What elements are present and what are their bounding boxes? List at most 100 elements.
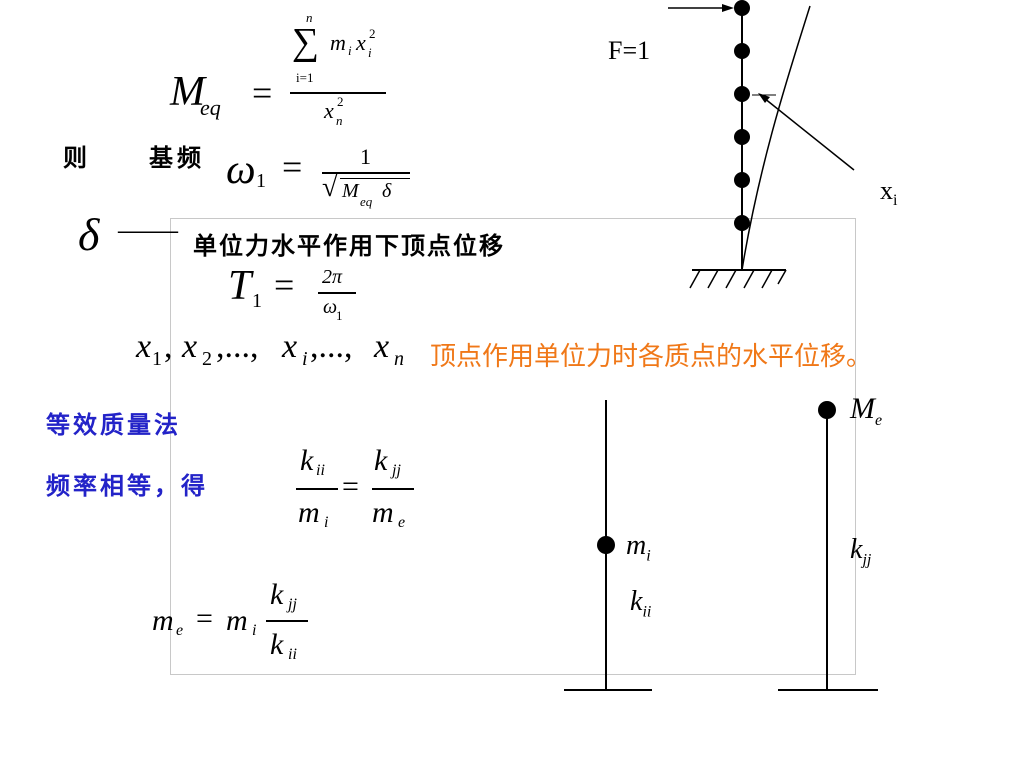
period-T-sub: 1	[252, 290, 262, 312]
sqrt-overline	[340, 178, 410, 179]
mass-point	[734, 43, 750, 59]
ratio-bar-right	[372, 488, 414, 490]
kii-label-sub: ii	[642, 603, 652, 621]
m-eq-fraction-bar	[290, 92, 386, 94]
period-T: T	[228, 263, 252, 309]
dots2: ,...,	[310, 328, 353, 365]
xi-label: x	[880, 176, 893, 205]
omega-fraction-bar	[322, 172, 410, 174]
dots1: ,...,	[216, 328, 259, 365]
mi-label-wrapper: mi	[626, 530, 651, 566]
num-x: x	[356, 30, 366, 55]
equiv-mass-label: 等效质量法	[46, 411, 181, 439]
structure-diagram	[668, 0, 855, 289]
kjj-label: k	[850, 534, 863, 565]
omega-num: 1	[360, 144, 371, 169]
xn: x	[374, 328, 390, 365]
x2: x	[182, 328, 198, 365]
mass-point	[734, 0, 750, 16]
num-x-sup: 2	[369, 26, 376, 41]
m-eq-symbol: M	[170, 69, 205, 115]
sum-sign: ∑	[292, 21, 320, 63]
mass-point	[734, 172, 750, 188]
me-label-wrapper: Me	[850, 392, 882, 430]
xi-pointer	[763, 97, 855, 171]
displacement-list: x 1 , x 2 ,..., x i ,..., x n	[136, 328, 426, 378]
xi-label-sub: i	[893, 192, 898, 210]
me-mi-sub: i	[252, 622, 257, 639]
period-den-sub: 1	[336, 308, 343, 323]
omega-den-m: M	[342, 180, 359, 202]
omega-den-m-sub: eq	[360, 194, 373, 209]
period-formula: T 1 = 2π ω 1	[228, 262, 368, 332]
me-kjj: k	[270, 578, 284, 611]
ratio-m1-sub: i	[324, 514, 329, 531]
ratio-m1: m	[298, 496, 320, 529]
deflected-shape	[741, 5, 811, 271]
m-eq-formula: M eq = n ∑ i=1 m i x i 2 x n 2	[170, 0, 400, 130]
period-fraction-bar	[318, 292, 356, 294]
ratio-k1: k	[300, 444, 314, 477]
ratio-bar-left	[296, 488, 338, 490]
me-m-sub: e	[176, 622, 184, 639]
displacement-description: 顶点作用单位力时各质点的水平位移。	[430, 342, 873, 372]
me-label-sub: e	[875, 412, 883, 429]
sum-bottom: i=1	[296, 70, 314, 85]
me-formula: m e = m i k jj k ii	[152, 578, 322, 670]
x2-sub: 2	[202, 348, 212, 370]
kii-label: k	[630, 586, 643, 617]
xi-label-wrapper: xi	[880, 176, 897, 210]
equal-freq-label: 频率相等，得	[46, 472, 208, 500]
ground-hatch	[689, 269, 787, 289]
me-fraction-bar	[266, 620, 308, 622]
ratio-formula: k ii m i = k jj m e	[296, 444, 426, 540]
omega-sub: 1	[256, 170, 266, 192]
xi: x	[282, 328, 298, 365]
left-mass-point	[597, 536, 615, 554]
omega-formula: ω 1 = 1 √ M eq δ	[226, 140, 426, 210]
x1-sub: 1	[152, 348, 162, 370]
kii-label-wrapper: kii	[630, 586, 651, 622]
force-arrowhead	[722, 4, 734, 12]
me-kii: k	[270, 628, 284, 661]
me-label: M	[850, 392, 875, 425]
then-label: 则	[63, 144, 87, 172]
force-label: F=1	[608, 36, 651, 65]
delta-description: 单位力水平作用下顶点位移	[193, 232, 505, 260]
period-num: 2π	[322, 266, 343, 288]
xi-sub: i	[302, 348, 308, 370]
fundamental-freq-label: 基频	[149, 144, 205, 172]
mass-points	[734, 0, 750, 231]
sum-top: n	[306, 10, 313, 25]
mass-point	[734, 129, 750, 145]
delta-dash: ——	[118, 213, 178, 246]
den-x-sup: 2	[337, 94, 344, 109]
me-equals: =	[196, 602, 213, 635]
num-m: m	[330, 30, 346, 55]
den-x-sub: n	[336, 113, 343, 128]
omega-equals: =	[282, 147, 303, 187]
mass-point	[734, 86, 750, 102]
mi-label-sub: i	[646, 547, 651, 565]
ratio-k1-sub: ii	[316, 462, 325, 479]
delta-symbol: δ	[78, 209, 100, 260]
me-mi: m	[226, 604, 248, 637]
ratio-m2-sub: e	[398, 514, 406, 531]
xn-sub: n	[394, 348, 404, 370]
mi-label: m	[626, 530, 647, 561]
ratio-equals: =	[342, 470, 359, 503]
m-eq-sub: eq	[200, 95, 221, 120]
period-equals: =	[274, 265, 295, 305]
sqrt-sign: √	[322, 172, 338, 203]
m-eq-equals: =	[252, 73, 273, 113]
me-m: m	[152, 604, 174, 637]
x1: x	[136, 328, 152, 365]
num-x-sub: i	[368, 45, 372, 60]
content-frame	[170, 218, 856, 675]
ratio-k2-sub: jj	[392, 462, 401, 479]
period-den: ω	[323, 296, 338, 318]
me-kii-sub: ii	[288, 646, 297, 663]
kjj-label-sub: jj	[862, 551, 872, 569]
comma1: ,	[164, 328, 173, 365]
right-mass-point	[818, 401, 836, 419]
